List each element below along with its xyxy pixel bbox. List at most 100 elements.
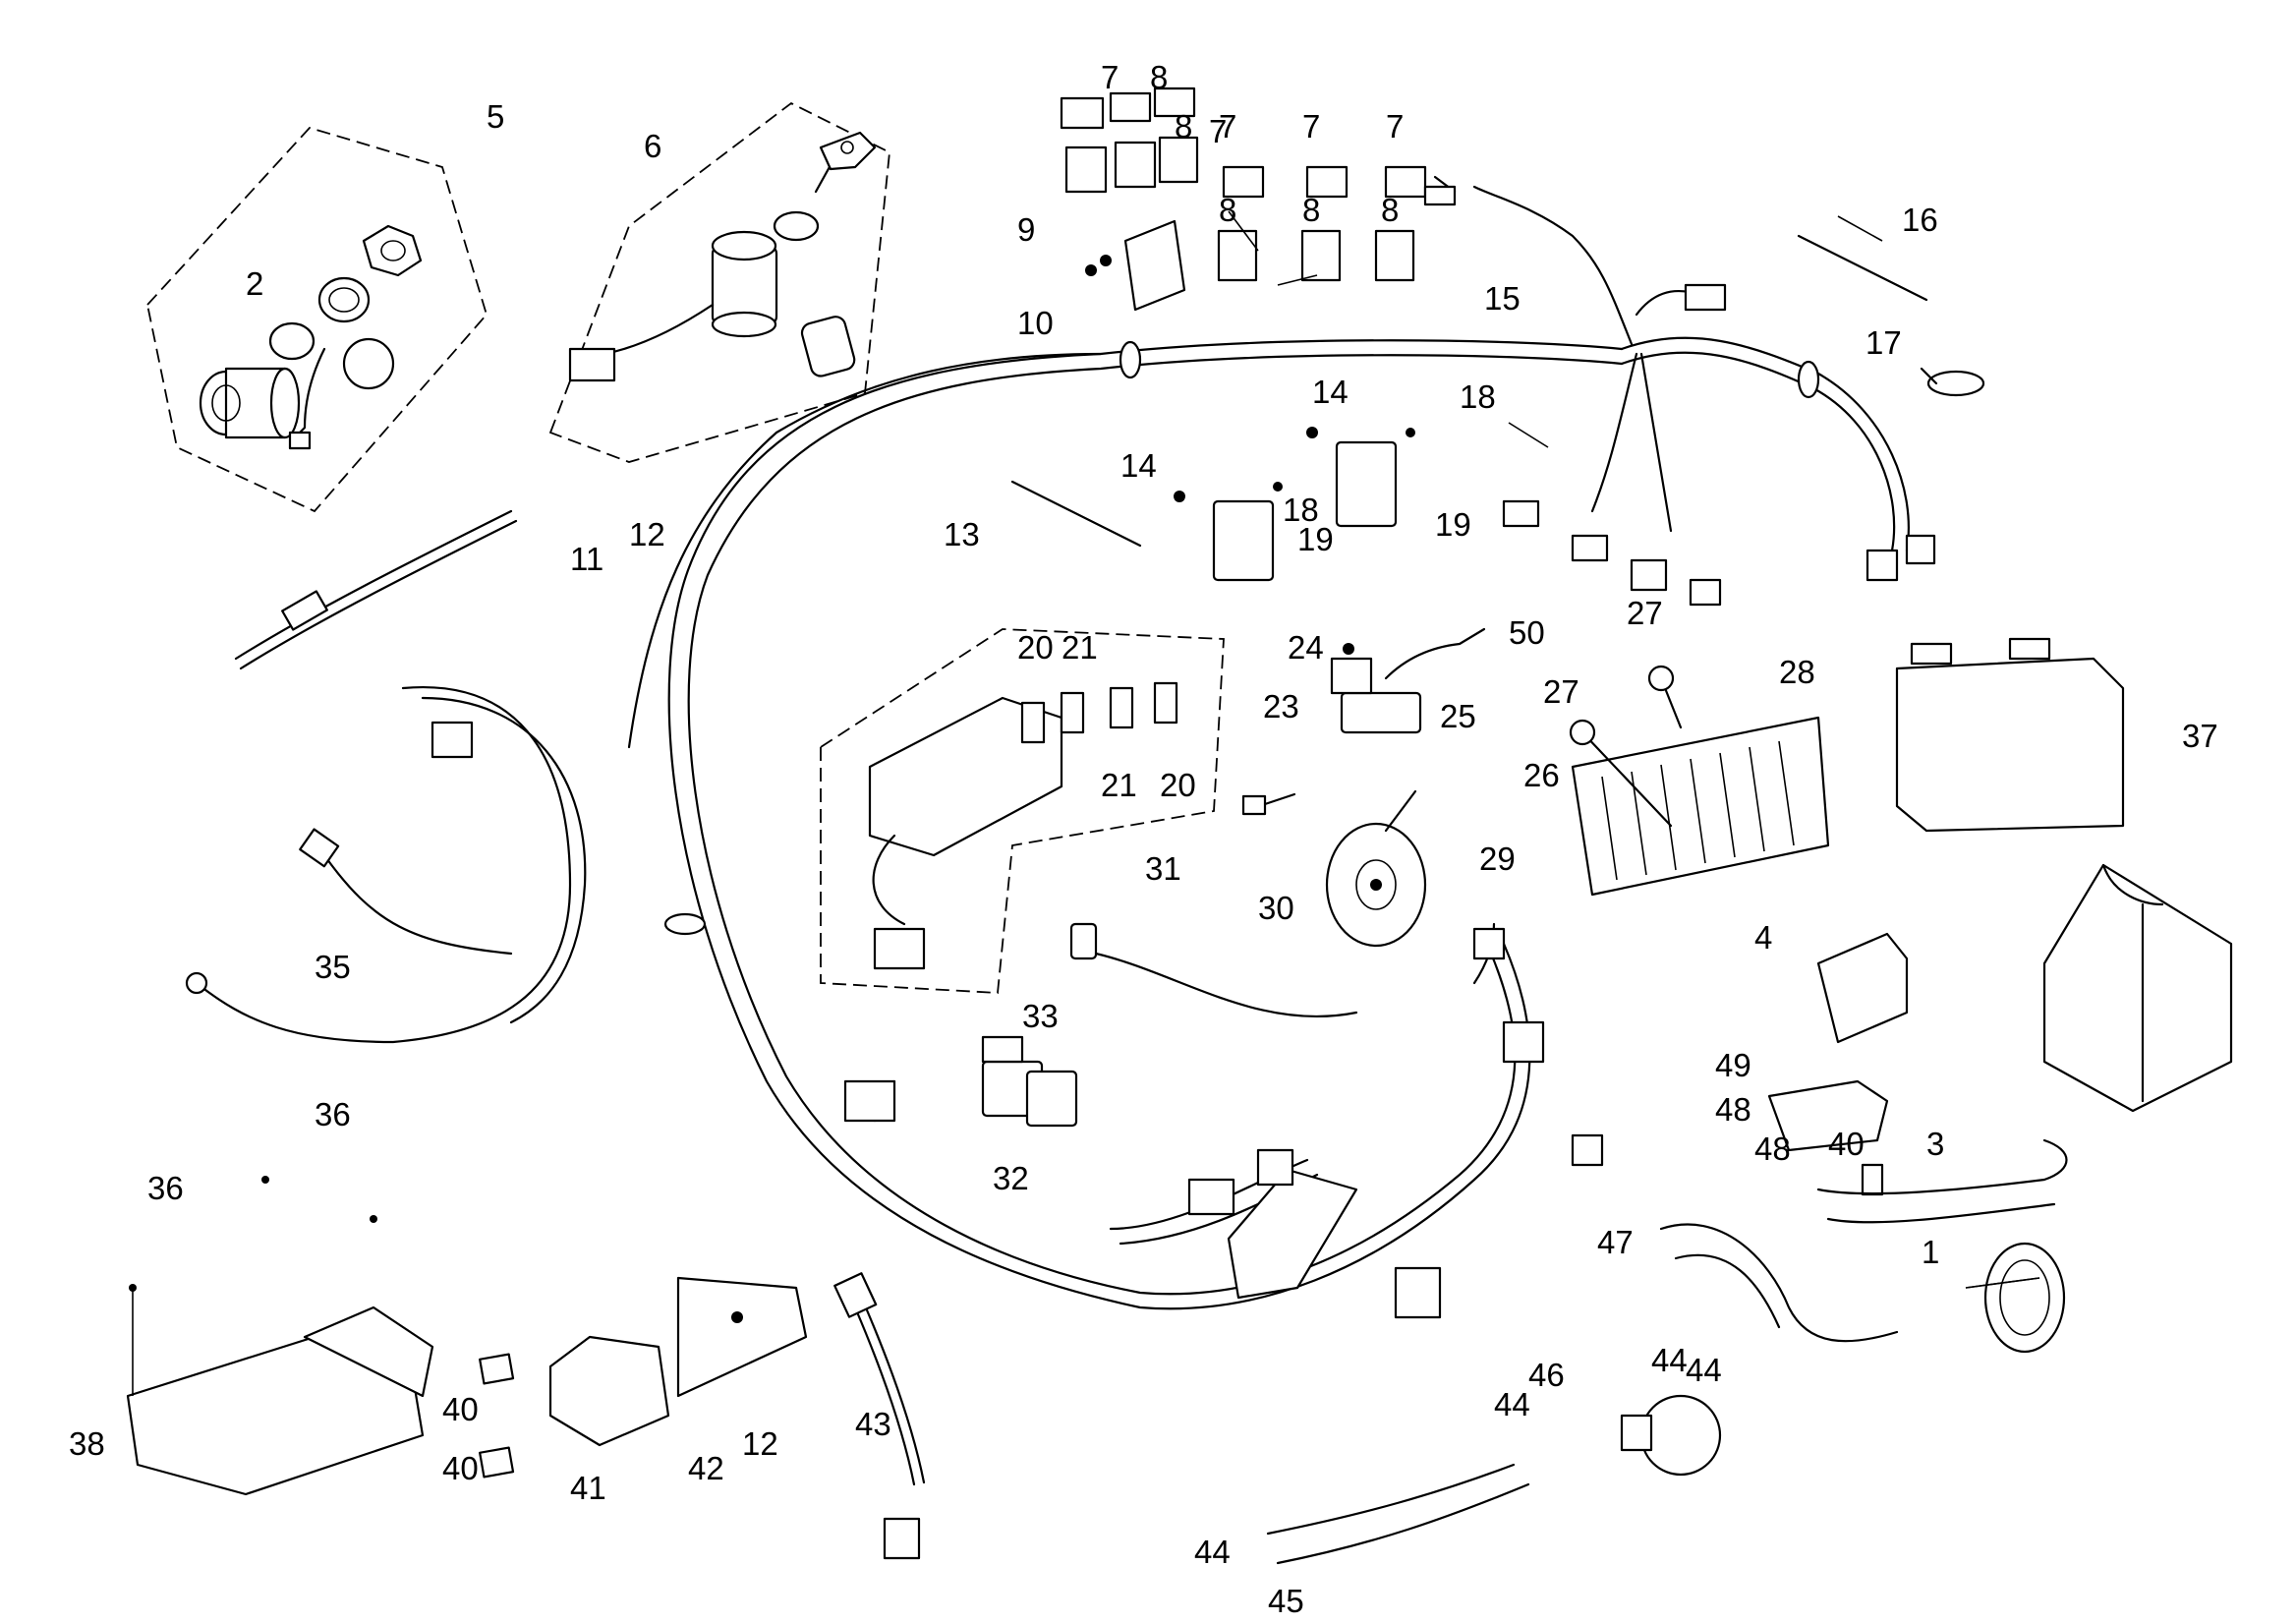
callout-label: 1 <box>1922 1234 1939 1270</box>
cable-tie-16 <box>1797 234 1928 302</box>
callout-label: 8 <box>1302 192 1320 228</box>
callout-label: 25 <box>1440 698 1476 734</box>
callout-label: 15 <box>1484 280 1521 317</box>
callout-label: 19 <box>1435 506 1471 543</box>
callout-label: 11 <box>570 541 603 577</box>
callout-label: 37 <box>2182 718 2218 754</box>
group-6-boundary <box>548 101 890 463</box>
regulator <box>1569 665 1830 897</box>
callout-label: 27 <box>1543 673 1579 710</box>
callout-label: 4 <box>1754 919 1772 956</box>
hose-45 <box>1266 1463 1530 1565</box>
callout-label: 14 <box>1120 447 1157 484</box>
callout-label: 40 <box>442 1391 479 1427</box>
callout-label: 7 <box>1219 108 1236 145</box>
callout-label: 43 <box>855 1406 891 1442</box>
callout-label: 27 <box>1627 595 1663 631</box>
battery <box>1895 637 2125 833</box>
socket-assembly <box>199 224 423 450</box>
callout-label: 7 <box>1209 113 1227 149</box>
callout-label: 38 <box>69 1425 105 1462</box>
callout-label: 2 <box>246 265 263 302</box>
callout-label: 23 <box>1263 688 1299 725</box>
callout-label: 8 <box>1219 192 1236 228</box>
callout-label: 41 <box>570 1470 606 1506</box>
callout-label: 8 <box>1150 59 1168 95</box>
callout-label: 36 <box>147 1170 184 1206</box>
wire-11 <box>234 509 518 670</box>
callout-label: 28 <box>1779 654 1815 690</box>
sensor-41 <box>479 1276 808 1479</box>
callout-label: 48 <box>1754 1131 1791 1167</box>
callout-label: 24 <box>1288 629 1324 666</box>
callout-label: 31 <box>1145 850 1181 887</box>
callout-label: 29 <box>1479 841 1516 877</box>
horn <box>1241 789 1427 948</box>
sensor-49 <box>1767 1079 1889 1196</box>
starter-relay <box>1330 627 1486 734</box>
callout-label: 30 <box>1258 890 1294 926</box>
callout-label: 13 <box>944 516 980 552</box>
callout-label: 35 <box>315 949 351 985</box>
callout-label: 36 <box>315 1096 351 1132</box>
sensor-31 <box>1069 922 1358 1017</box>
callout-label: 7 <box>1302 108 1320 145</box>
leader-lines <box>1228 210 2040 1289</box>
callout-label: 6 <box>644 128 661 164</box>
callout-label: 20 <box>1160 767 1196 803</box>
hose-3 <box>1816 1138 2068 1224</box>
callout-label: 21 <box>1062 629 1098 666</box>
callout-label: 14 <box>1312 374 1349 410</box>
hose-47 <box>1659 1223 1899 1343</box>
callout-label: 44 <box>1494 1386 1530 1422</box>
callout-label: 49 <box>1715 1047 1751 1083</box>
relays-19 <box>1174 427 1415 582</box>
callout-label: 20 <box>1017 629 1054 666</box>
pump-46 <box>1620 1394 1722 1477</box>
callout-label: 12 <box>629 516 665 552</box>
fuse-box <box>868 681 1178 970</box>
callout-label: 26 <box>1523 757 1560 793</box>
clamp-1 <box>1983 1242 2066 1354</box>
callout-label: 17 <box>1866 324 1902 361</box>
sensor-43 <box>833 1272 926 1560</box>
wires-35 <box>185 685 587 1044</box>
callout-label: 8 <box>1381 192 1399 228</box>
callout-label: 45 <box>1268 1583 1304 1619</box>
clamp-17 <box>1920 367 1985 397</box>
callout-label: 16 <box>1902 202 1938 238</box>
callout-label: 48 <box>1715 1091 1751 1128</box>
relay-cluster <box>1060 87 1427 312</box>
callout-label: 18 <box>1283 492 1319 528</box>
callout-label: 10 <box>1017 305 1054 341</box>
callout-label: 46 <box>1528 1357 1565 1393</box>
group-5-boundary <box>146 126 488 513</box>
callout-label: 33 <box>1022 998 1059 1034</box>
callout-label: 18 <box>1460 378 1496 415</box>
ecu <box>126 1176 434 1496</box>
flasher <box>843 1035 1078 1128</box>
callout-label: 40 <box>1828 1126 1865 1162</box>
callout-label: 12 <box>742 1425 778 1462</box>
callout-label: 5 <box>487 98 504 135</box>
callout-label: 40 <box>442 1450 479 1486</box>
callout-label: 7 <box>1101 59 1119 95</box>
fuse-box-boundary <box>820 628 1225 994</box>
callout-label: 44 <box>1194 1534 1231 1570</box>
callout-label: 50 <box>1509 614 1545 651</box>
bracket-4 <box>1816 932 1909 1044</box>
callout-label: 7 <box>1386 108 1404 145</box>
callout-label: 32 <box>993 1160 1029 1196</box>
callout-label: 44 <box>1686 1352 1722 1388</box>
callout-label: 19 <box>1297 521 1334 557</box>
cable-tie-13 <box>1010 480 1142 548</box>
callout-label: 9 <box>1017 211 1035 248</box>
callout-label: 8 <box>1175 108 1192 145</box>
callout-label: 21 <box>1101 767 1137 803</box>
callout-label: 42 <box>688 1450 724 1486</box>
main-harness <box>627 175 1936 1319</box>
ignition-switch <box>568 131 877 382</box>
